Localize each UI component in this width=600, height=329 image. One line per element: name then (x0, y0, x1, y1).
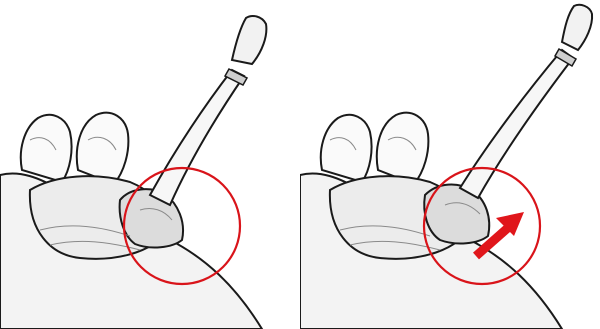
photo-panel-right (300, 0, 600, 329)
knee-left (321, 115, 372, 182)
photo-panel-left (0, 0, 300, 329)
knee-right (77, 113, 129, 184)
raised-arm (150, 70, 244, 205)
sketch-left (0, 0, 300, 329)
raised-arm (460, 50, 573, 198)
sketch-right (300, 0, 600, 329)
knee-right (377, 113, 429, 184)
fist (562, 5, 592, 50)
fist (232, 16, 266, 64)
knee-left (21, 115, 72, 182)
